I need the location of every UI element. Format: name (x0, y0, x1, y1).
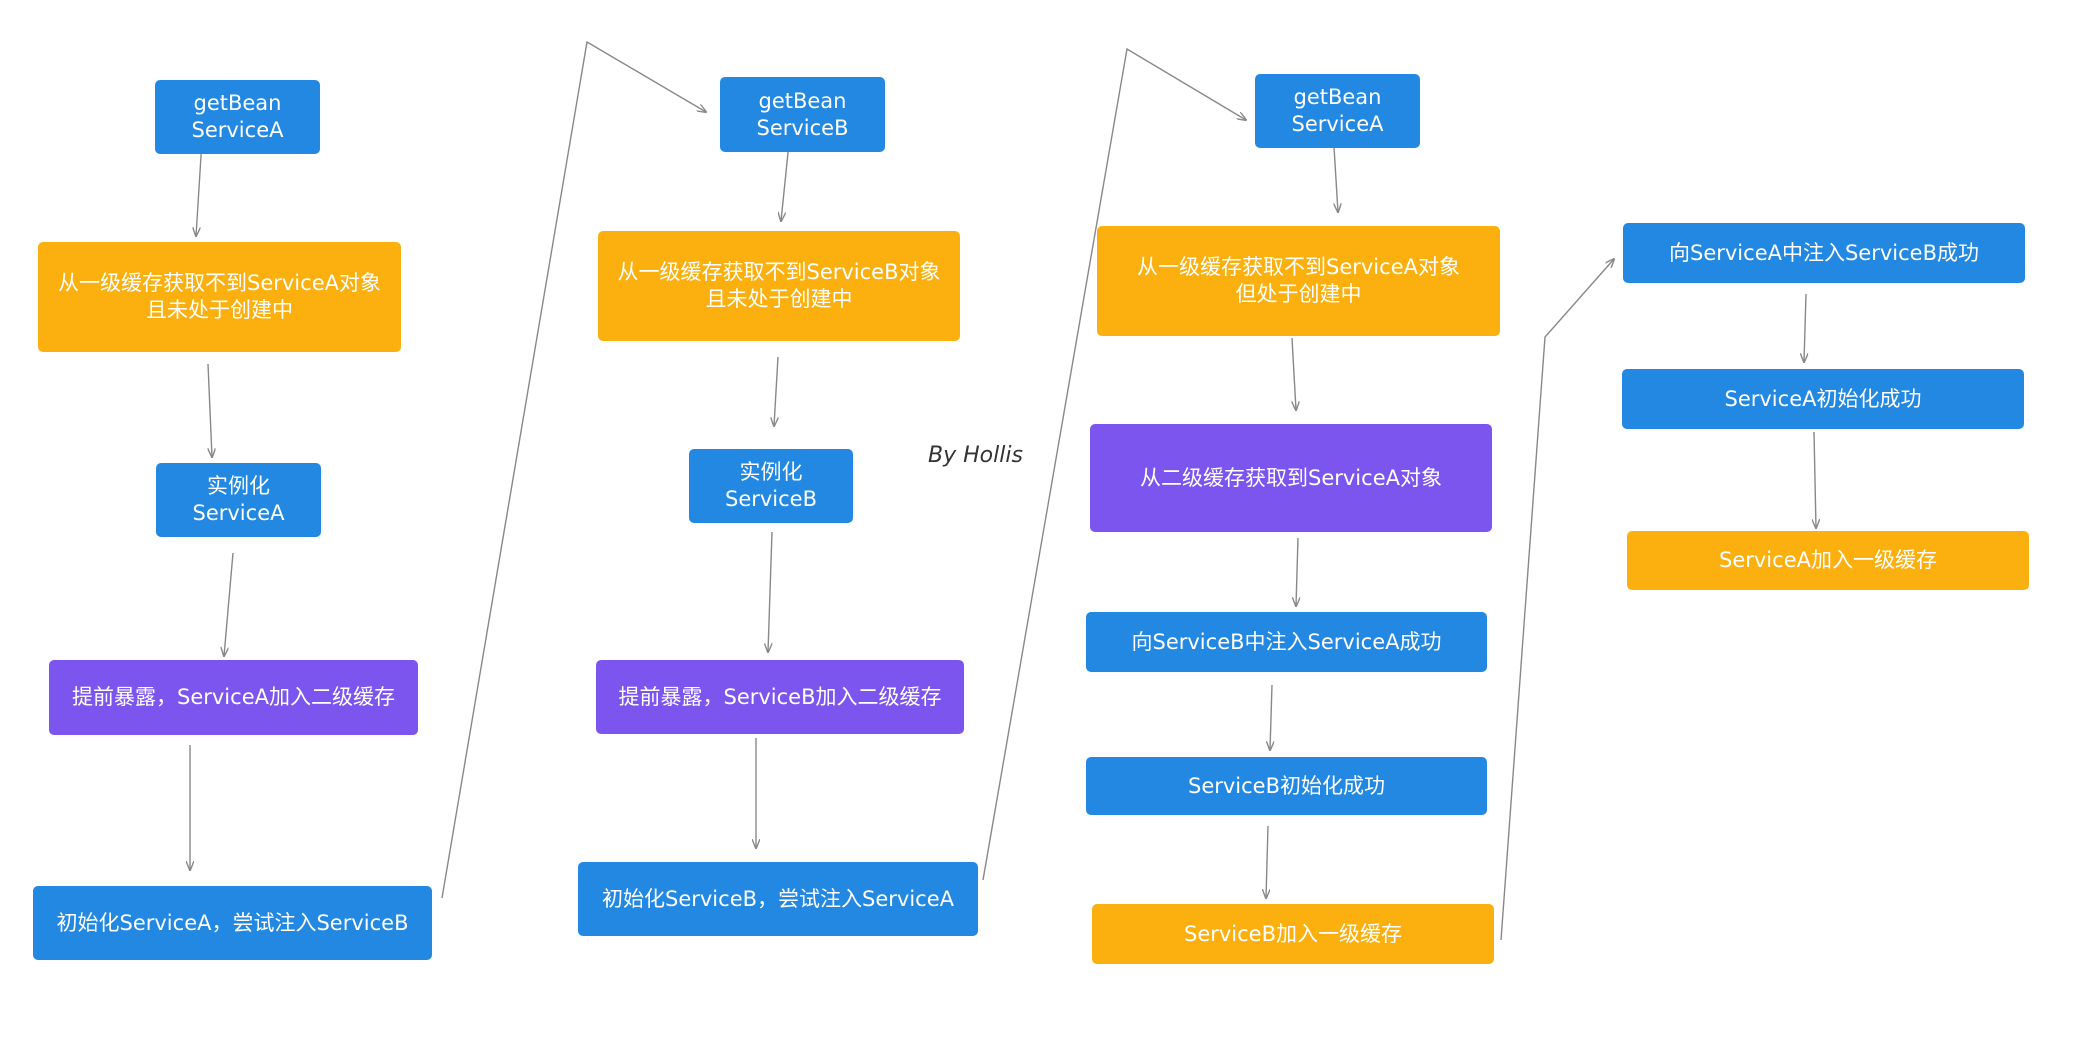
column-transition-arrow (441, 40, 706, 899)
flow-step-2-5: 初始化ServiceB，尝试注入ServiceA (578, 862, 978, 936)
flow-step-2-1: getBean ServiceB (720, 77, 885, 152)
flow-step-3-6: ServiceB加入一级缓存 (1092, 904, 1494, 964)
flow-step-3-2: 从一级缓存获取不到ServiceA对象 但处于创建中 (1097, 226, 1500, 336)
flow-arrow (207, 363, 212, 457)
flow-arrow (1296, 537, 1298, 606)
flow-step-4-1: 向ServiceA中注入ServiceB成功 (1623, 223, 2025, 283)
flow-step-1-5: 初始化ServiceA，尝试注入ServiceB (33, 886, 432, 960)
flow-arrow (196, 139, 203, 236)
flow-step-1-1: getBean ServiceA (155, 80, 320, 154)
flow-arrow (1266, 825, 1268, 898)
flow-arrow (224, 552, 234, 656)
flow-arrow (1291, 337, 1296, 410)
flow-step-3-4: 向ServiceB中注入ServiceA成功 (1086, 612, 1487, 672)
flow-step-3-3: 从二级缓存获取到ServiceA对象 (1090, 424, 1492, 532)
flow-step-3-5: ServiceB初始化成功 (1086, 757, 1487, 815)
flow-arrow (768, 531, 773, 652)
flow-arrow (1270, 684, 1272, 750)
flow-arrow (1333, 146, 1338, 212)
flow-step-1-3: 实例化ServiceA (156, 463, 321, 537)
column-transition-arrow (982, 47, 1246, 881)
flow-arrow (774, 356, 779, 426)
flow-arrow (1804, 293, 1806, 362)
flow-arrow (781, 142, 790, 221)
flow-step-3-1: getBean ServiceA (1255, 74, 1420, 148)
flow-step-1-4: 提前暴露，ServiceA加入二级缓存 (49, 660, 418, 735)
flow-step-2-2: 从一级缓存获取不到ServiceB对象 且未处于创建中 (598, 231, 960, 341)
flow-step-2-4: 提前暴露，ServiceB加入二级缓存 (596, 660, 964, 734)
flow-step-4-2: ServiceA初始化成功 (1622, 369, 2024, 429)
flow-step-4-3: ServiceA加入一级缓存 (1627, 531, 2029, 590)
flow-arrow (1814, 431, 1816, 528)
flow-step-1-2: 从一级缓存获取不到ServiceA对象 且未处于创建中 (38, 242, 401, 352)
flow-step-2-3: 实例化ServiceB (689, 449, 853, 523)
column-transition-arrow (1500, 259, 1614, 941)
watermark: By Hollis (928, 443, 1023, 468)
